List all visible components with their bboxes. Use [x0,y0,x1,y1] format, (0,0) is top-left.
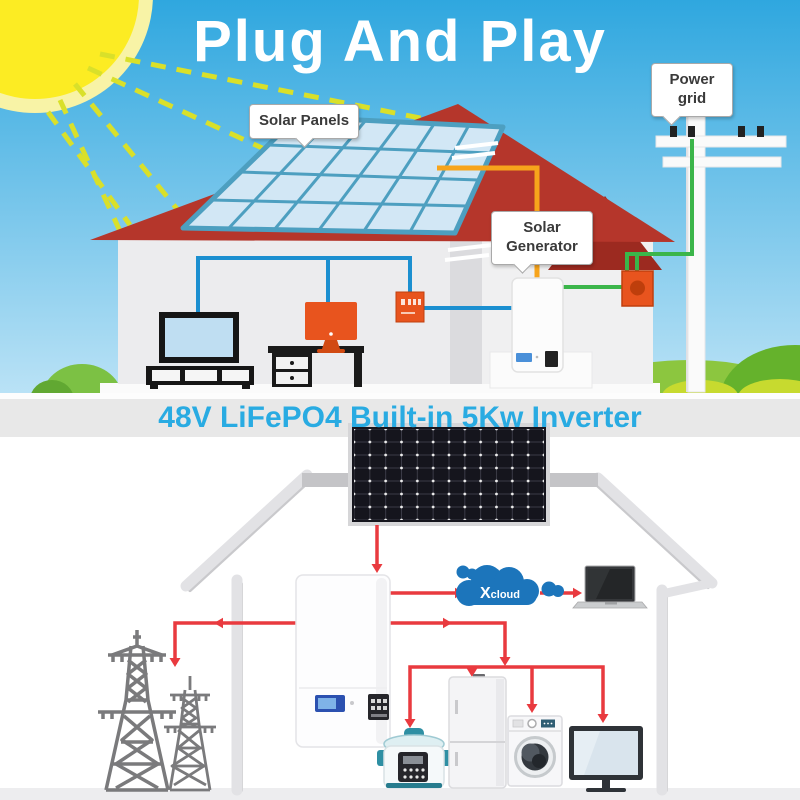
solar-panel [348,423,550,526]
inverter-ports [368,694,389,720]
desk [268,346,364,387]
green-wire [563,139,694,289]
callout-solar-generator: Solar Generator [491,211,593,265]
transmission-tower-large [98,630,176,792]
cloud-label-x: X [479,585,491,602]
washing-machine [507,715,563,787]
tv [146,312,254,389]
rice-cooker [377,728,451,789]
laptop [572,565,648,609]
inverter-unit [295,574,391,748]
breaker-box [395,291,425,323]
refrigerator [448,674,507,789]
main-title: Plug And Play [193,9,607,74]
callout-power-grid: Power grid [651,63,733,117]
desktop-monitor [305,302,357,353]
callout-power-grid-label: Power grid [669,71,715,107]
blue-wiring [196,256,512,316]
television [569,726,643,792]
mounting-rails [444,141,499,262]
outlet-box [621,270,654,307]
solar-generator-unit [489,277,593,389]
cloud-label-rest: cloud [490,589,520,601]
transmission-tower-small [164,676,216,792]
subtitle: 48V LiFePO4 Built-in 5Kw Inverter [158,401,642,434]
cloud-label: Xcloud [458,583,542,605]
house [90,104,694,397]
pole-insulators [670,126,764,137]
cloud-icon [456,565,564,606]
sun-icon [0,0,153,113]
interior-partition [450,240,482,384]
callout-solar-panels: Solar Panels [249,104,360,139]
callout-solar-generator-label: Solar Generator [506,219,578,255]
callout-solar-panels-label: Solar Panels [259,112,350,129]
bottom-scene [0,423,800,800]
